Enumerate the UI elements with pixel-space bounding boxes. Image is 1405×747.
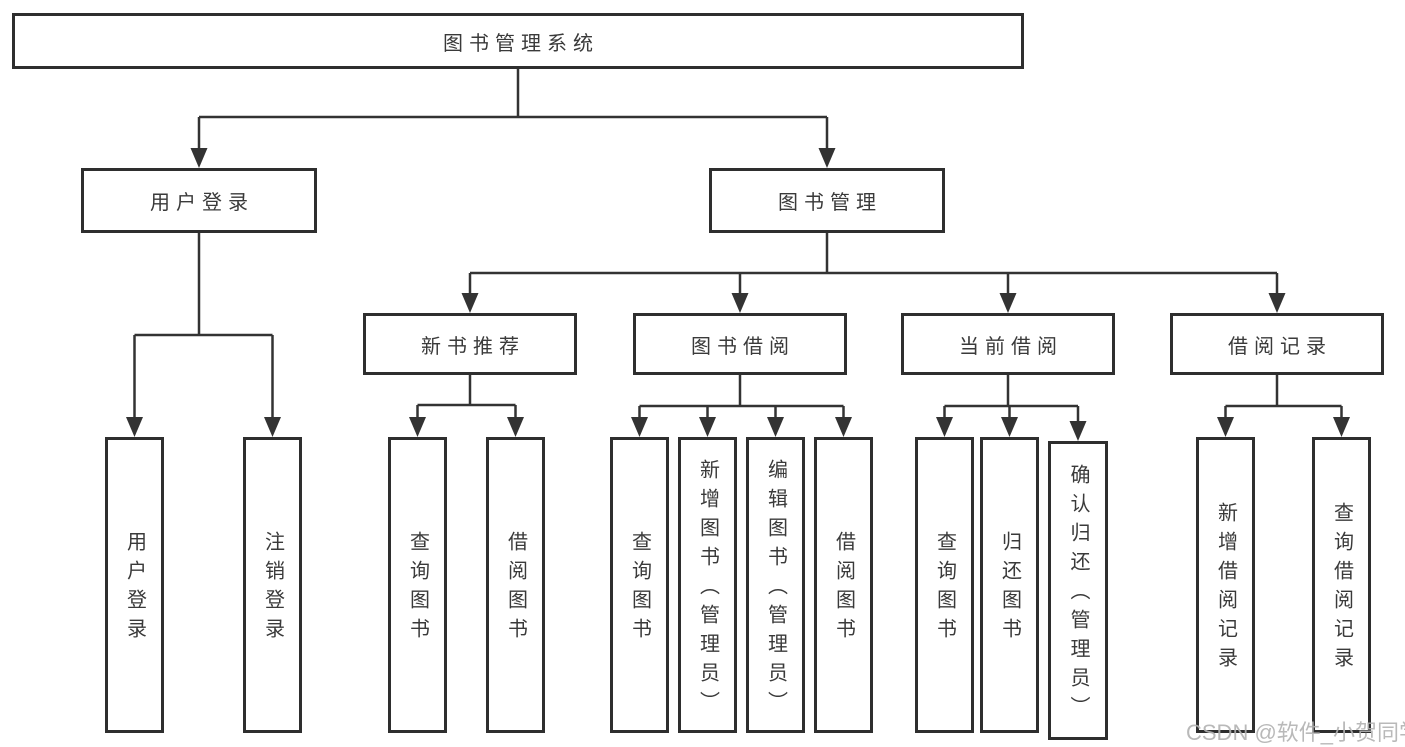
- leaf-add-books-admin: 新增图书（管理员）: [678, 437, 737, 733]
- arrowhead-icons: [126, 148, 1350, 441]
- leaf-query-books: 查询图书: [915, 437, 974, 733]
- watermark-csdn: CSDN @软件_小贺同学: [1186, 720, 1405, 745]
- leaf-borrow-books: 借阅图书: [814, 437, 873, 733]
- node-book-management: 图书管理: [709, 168, 945, 233]
- node-label: 用户登录: [150, 192, 254, 214]
- node-book-borrowing: 图书借阅: [633, 313, 847, 375]
- leaf-label: 注销登录: [261, 531, 284, 647]
- leaf-return-books: 归还图书: [980, 437, 1039, 733]
- node-borrowing-records: 借阅记录: [1170, 313, 1384, 375]
- leaf-label: 新增图书（管理员）: [696, 458, 719, 720]
- node-library-management-system: 图书管理系统: [12, 13, 1024, 69]
- leaf-label: 新增借阅记录: [1214, 502, 1237, 676]
- node-label: 图书管理: [778, 192, 882, 214]
- node-label: 新书推荐: [421, 335, 525, 358]
- leaf-label: 用户登录: [123, 531, 146, 647]
- leaf-query-borrow-record: 查询借阅记录: [1312, 437, 1371, 733]
- node-label: 图书管理系统: [443, 32, 599, 55]
- leaf-edit-books-admin: 编辑图书（管理员）: [746, 437, 805, 733]
- leaf-label: 查询图书: [628, 531, 651, 647]
- leaf-label: 编辑图书（管理员）: [764, 458, 787, 720]
- leaf-logout: 注销登录: [243, 437, 302, 733]
- leaf-label: 查询图书: [933, 531, 956, 647]
- leaf-user-login: 用户登录: [105, 437, 164, 733]
- leaf-label: 查询借阅记录: [1330, 502, 1353, 676]
- node-label: 当前借阅: [959, 335, 1063, 358]
- node-label: 图书借阅: [691, 335, 795, 358]
- node-new-book-recommendation: 新书推荐: [363, 313, 577, 375]
- leaf-add-borrow-record: 新增借阅记录: [1196, 437, 1255, 733]
- leaf-borrow-books: 借阅图书: [486, 437, 545, 733]
- node-label: 借阅记录: [1228, 335, 1332, 358]
- leaf-label: 确认归还（管理员）: [1067, 464, 1089, 725]
- leaf-confirm-return-admin: 确认归还（管理员）: [1048, 441, 1108, 740]
- leaf-label: 借阅图书: [504, 531, 527, 647]
- leaf-label: 查询图书: [406, 531, 429, 647]
- leaf-query-books: 查询图书: [388, 437, 447, 733]
- leaf-label: 借阅图书: [832, 531, 855, 647]
- node-current-borrowing: 当前借阅: [901, 313, 1115, 375]
- node-user-login: 用户登录: [81, 168, 317, 233]
- leaf-query-books: 查询图书: [610, 437, 669, 733]
- leaf-label: 归还图书: [998, 531, 1021, 647]
